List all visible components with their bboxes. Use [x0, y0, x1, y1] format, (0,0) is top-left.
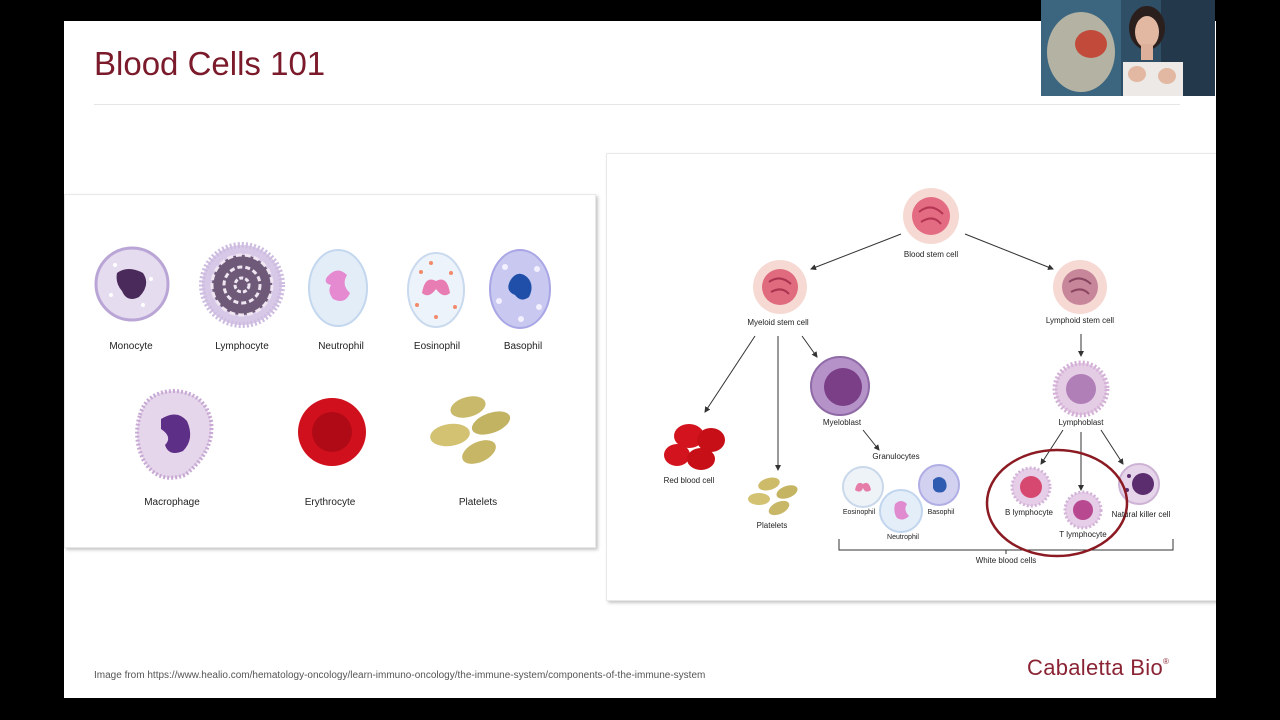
slide-title: Blood Cells 101 — [94, 45, 326, 82]
lymphocyte-illustration — [199, 242, 285, 328]
label-monocyte: Monocyte — [109, 341, 153, 352]
label-lymphoid-stem-cell: Lymphoid stem cell — [1045, 316, 1115, 325]
label-basophil: Basophil — [503, 341, 543, 352]
macrophage-illustration — [135, 388, 214, 480]
blood-cell-illustrations — [94, 242, 551, 480]
label-erythrocyte: Erythrocyte — [304, 497, 356, 508]
hematopoiesis-tree — [664, 188, 1174, 558]
t-lymphocyte-illustration — [1063, 490, 1103, 530]
label-t-lymphocyte: T lymphocyte — [1059, 530, 1107, 539]
eosinophil-illustration — [407, 252, 465, 328]
b-lymphocyte-illustration — [1010, 466, 1052, 508]
label-eosinophil: Eosinophil — [842, 509, 876, 516]
label-red-blood-cell: Red blood cell — [663, 476, 715, 485]
granulocyte-eosinophil-illustration — [842, 466, 884, 508]
natural-killer-cell-illustration — [1118, 463, 1160, 505]
label-platelets: Platelets — [458, 497, 498, 508]
presenter-video-frame — [1041, 0, 1215, 96]
title-divider — [94, 104, 1180, 105]
label-myeloid-stem-cell: Myeloid stem cell — [747, 318, 809, 327]
label-lymphoblast: Lymphoblast — [1058, 418, 1104, 427]
label-b-lymphocyte: B lymphocyte — [1004, 508, 1054, 517]
label-neutrophil: Neutrophil — [887, 534, 919, 541]
myeloblast-illustration — [810, 356, 870, 416]
label-eosinophil: Eosinophil — [413, 341, 461, 352]
label-granulocytes: Granulocytes — [872, 452, 920, 461]
company-logo: Cabaletta Bio® — [1027, 655, 1169, 681]
label-basophil: Basophil — [927, 509, 955, 516]
monocyte-illustration — [94, 246, 170, 322]
hematopoiesis-diagram-panel: Blood stem cell Myeloid stem cell Lympho… — [606, 153, 1216, 601]
label-platelets: Platelets — [756, 521, 788, 530]
label-natural-killer-cell: Natural killer cell — [1111, 510, 1171, 519]
platelets-small-illustration — [748, 477, 798, 516]
neutrophil-illustration — [308, 249, 368, 327]
label-white-blood-cells: White blood cells — [975, 556, 1037, 565]
label-macrophage: Macrophage — [144, 497, 200, 508]
basophil-illustration — [489, 249, 551, 329]
company-logo-text: Cabaletta Bio — [1027, 655, 1163, 680]
blood-stem-cell-illustration — [903, 188, 959, 244]
image-source-note: Image from https://www.healio.com/hemato… — [94, 670, 706, 681]
presentation-slide: Blood Cells 101 — [64, 21, 1216, 698]
erythrocyte-illustration — [298, 398, 366, 466]
granulocyte-neutrophil-illustration — [879, 489, 923, 533]
myeloid-stem-cell-illustration — [753, 260, 807, 314]
label-blood-stem-cell: Blood stem cell — [903, 250, 959, 259]
lymphoblast-illustration — [1052, 360, 1110, 418]
registered-mark: ® — [1163, 657, 1170, 666]
label-neutrophil: Neutrophil — [318, 341, 364, 352]
lymphoid-stem-cell-illustration — [1053, 260, 1107, 314]
blood-cell-types-panel: Monocyte Lymphocyte Neutrophil Eosinophi… — [64, 194, 596, 548]
lymphocyte-highlight-circle — [985, 448, 1129, 558]
platelets-illustration — [430, 396, 511, 464]
presenter-webcam-video — [1041, 0, 1215, 96]
label-myeloblast: Myeloblast — [822, 418, 862, 427]
red-blood-cell-illustration — [664, 424, 725, 470]
label-lymphocyte: Lymphocyte — [215, 341, 269, 352]
granulocyte-basophil-illustration — [918, 464, 960, 506]
